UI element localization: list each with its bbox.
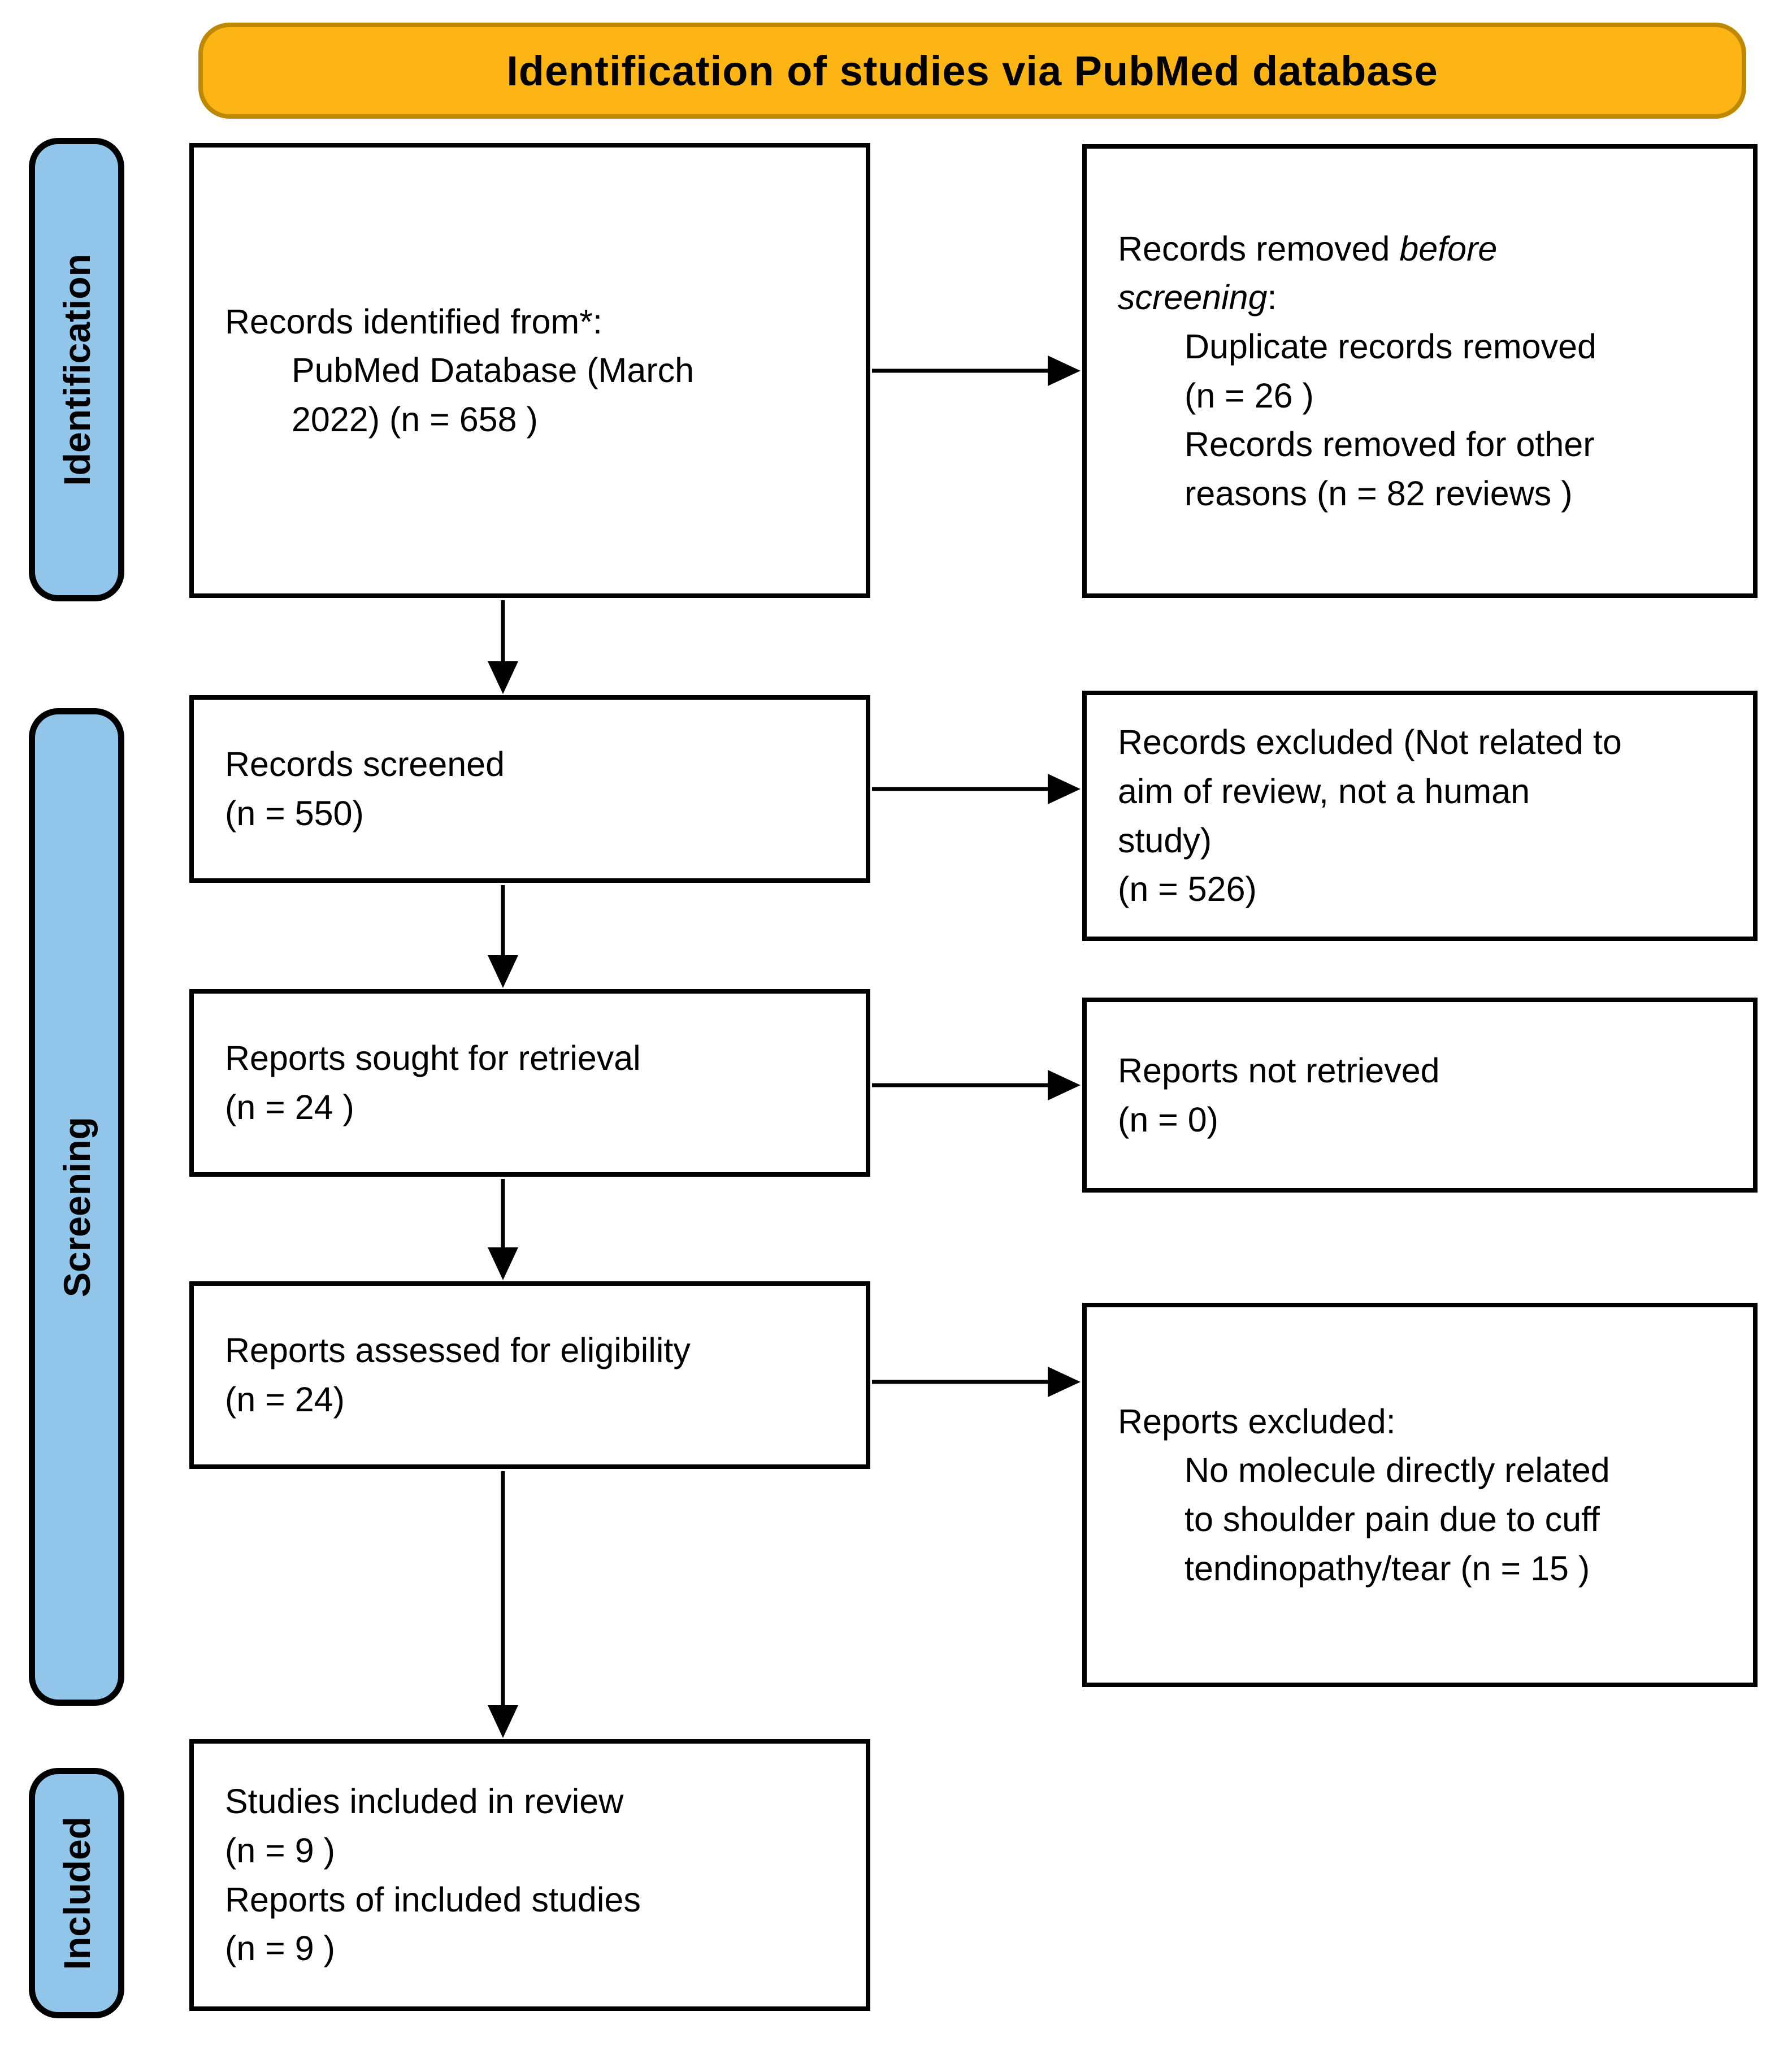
box-reports-excluded: Reports excluded: No molecule directly r… (1082, 1303, 1758, 1687)
arrow-screened-to-excluded (872, 774, 1081, 804)
stage-label-included: Included (29, 1768, 124, 2018)
arrow-identified-to-screened (488, 600, 518, 694)
box-records-screened: Records screened (n = 550) (189, 695, 870, 883)
records-excluded-text: Records excluded (Not related to aim of … (1118, 723, 1622, 909)
box-records-removed: Records removed before screening: Duplic… (1082, 144, 1758, 598)
arrow-assessed-to-reports-excluded (872, 1367, 1081, 1397)
reports-sought-text: Reports sought for retrieval (n = 24 ) (225, 1039, 641, 1126)
records-removed-emphasis: before screening (1118, 229, 1498, 317)
arrow-assessed-to-included (488, 1471, 518, 1738)
title-banner: Identification of studies via PubMed dat… (198, 23, 1746, 119)
reports-not-retrieved-text: Reports not retrieved (n = 0) (1118, 1051, 1440, 1139)
box-records-identified: Records identified from*: PubMed Databas… (189, 143, 870, 598)
stage-label-identification: Identification (29, 138, 124, 601)
diagram-title: Identification of studies via PubMed dat… (506, 47, 1438, 94)
arrow-sought-to-not-retrieved (872, 1070, 1081, 1100)
arrow-identified-to-removed (872, 356, 1081, 386)
arrow-screened-to-sought (488, 885, 518, 988)
stage-label-included-text: Included (55, 1816, 98, 1970)
reports-excluded-detail: No molecule directly related to shoulder… (1184, 1451, 1610, 1588)
arrow-sought-to-assessed (488, 1179, 518, 1280)
reports-excluded-heading: Reports excluded: (1118, 1402, 1396, 1441)
reports-assessed-text: Reports assessed for eligibility (n = 24… (225, 1331, 691, 1419)
records-identified-heading: Records identified from*: (225, 302, 602, 341)
stage-label-identification-text: Identification (55, 253, 98, 486)
records-identified-detail: PubMed Database (March 2022) (n = 658 ) (292, 351, 695, 439)
box-reports-assessed: Reports assessed for eligibility (n = 24… (189, 1281, 870, 1469)
records-removed-other-reasons: Records removed for other reasons (n = 8… (1184, 425, 1595, 513)
records-removed-duplicates: Duplicate records removed (n = 26 ) (1184, 327, 1596, 415)
box-reports-not-retrieved: Reports not retrieved (n = 0) (1082, 998, 1758, 1193)
records-screened-text: Records screened (n = 550) (225, 745, 505, 833)
box-studies-included: Studies included in review (n = 9 ) Repo… (189, 1739, 870, 2011)
records-removed-heading: Records removed before screening: (1118, 229, 1498, 317)
stage-label-screening-text: Screening (55, 1116, 98, 1298)
box-reports-sought: Reports sought for retrieval (n = 24 ) (189, 989, 870, 1177)
stage-label-screening: Screening (29, 708, 124, 1706)
box-records-excluded: Records excluded (Not related to aim of … (1082, 691, 1758, 941)
studies-included-text: Studies included in review (n = 9 ) Repo… (225, 1782, 641, 1968)
